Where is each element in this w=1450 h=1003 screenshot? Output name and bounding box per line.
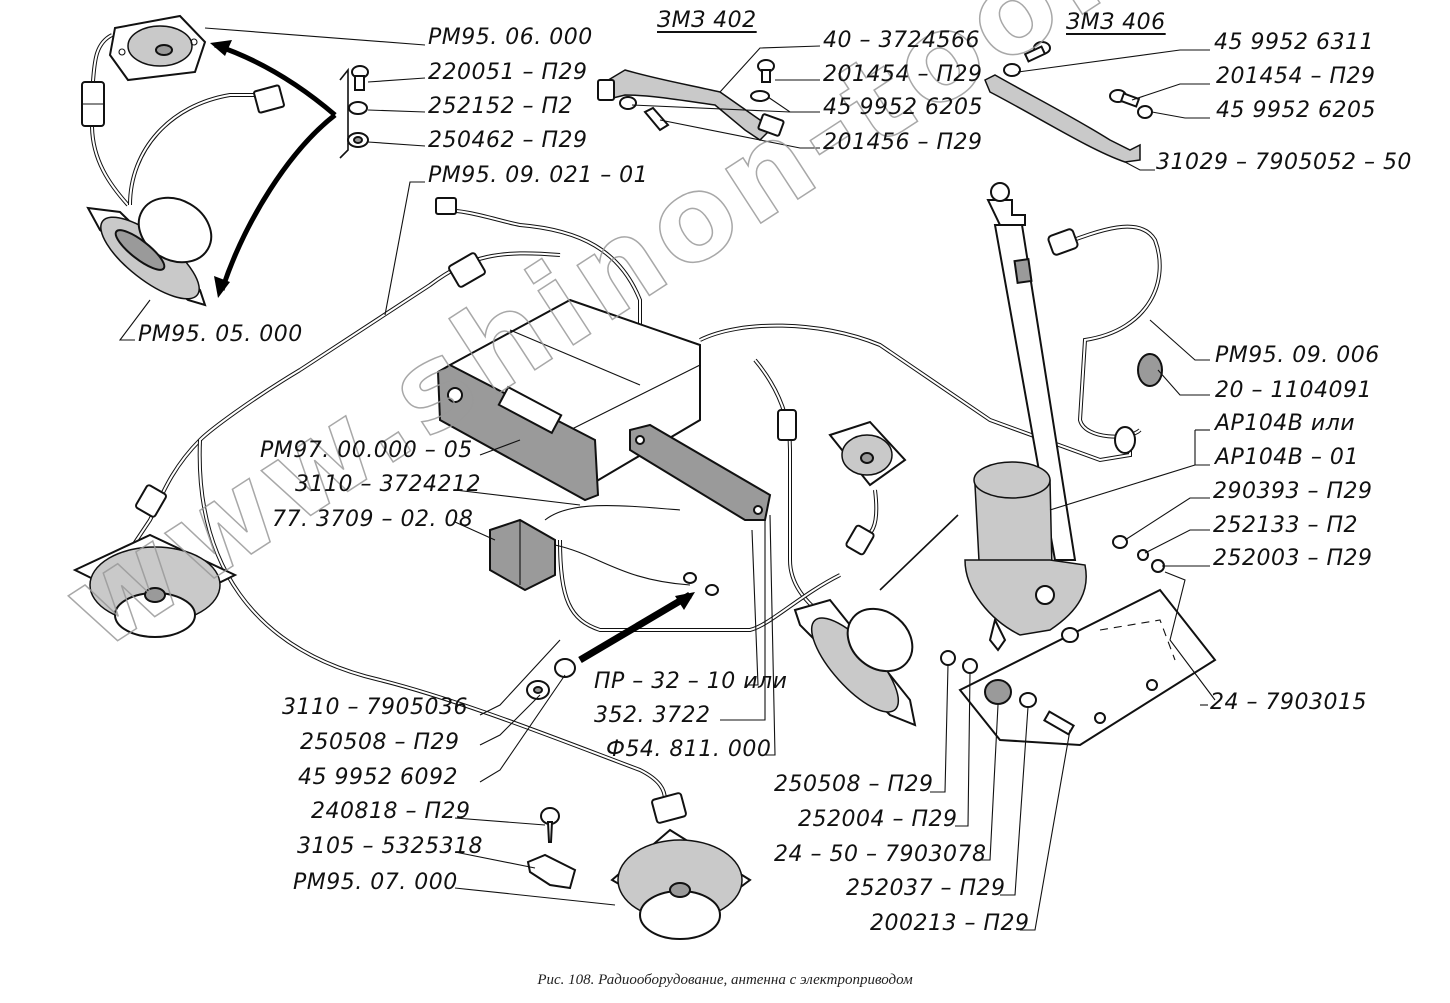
- label-harness-rm95-09-021: РМ95. 09. 021 – 01: [428, 163, 649, 188]
- label-fuse-block-352: 352. 3722: [594, 703, 711, 728]
- label-washer-252133: 252133 – П2: [1213, 513, 1359, 538]
- label-front-speaker-oval: РМ95. 05. 000: [138, 322, 303, 347]
- label-nut-250508-left: 250508 – П29: [300, 730, 460, 755]
- label-bolt-200213: 200213 – П29: [870, 911, 1030, 936]
- front-door-speaker-oval: [86, 196, 213, 307]
- label-harness-3110-3724212: 3110 – 3724212: [295, 472, 481, 497]
- nut-washer-pair: [526, 658, 576, 700]
- speaker-mount-arrows: [210, 40, 349, 298]
- label-washer-252037: 252037 – П29: [846, 876, 1006, 901]
- header-zmz-406: ЗМЗ 406: [1066, 10, 1166, 35]
- label-grommet-20-1104091: 20 – 1104091: [1215, 378, 1372, 403]
- label-washer-252004: 252004 – П29: [798, 807, 958, 832]
- label-bolt-290393: 290393 – П29: [1213, 479, 1373, 504]
- rod-segment: [879, 514, 959, 591]
- front-door-speaker-small: [108, 14, 207, 82]
- relay: [489, 505, 719, 596]
- label-washer-252003: 252003 – П29: [1213, 546, 1373, 571]
- label-bracket-24-7903015: 24 – 7903015: [1210, 690, 1367, 715]
- label-fuse-block-pr32: ПР – 32 – 10 или: [594, 669, 788, 694]
- label-clip-3105-5325318: 3105 – 5325318: [297, 834, 483, 859]
- antenna-mast: [986, 182, 1077, 561]
- label-bushing-24-50-7903078: 24 – 50 – 7903078: [774, 842, 987, 867]
- rear-speaker: [610, 828, 752, 940]
- label-bolt-201454-406: 201454 – П29: [1216, 64, 1376, 89]
- label-radio-unit: РМ97. 00.000 – 05: [260, 438, 473, 463]
- leader-lines: [118, 27, 1216, 931]
- header-zmz-402: ЗМЗ 402: [657, 8, 757, 33]
- ground-strap-406: [984, 41, 1153, 163]
- figure-caption: Рис. 108. Радиооборудование, антенна с э…: [537, 972, 913, 988]
- main-harness-wiring: [128, 197, 1132, 824]
- label-ground-strap-406: 31029 – 7905052 – 50: [1156, 150, 1412, 175]
- antenna-motor: [964, 461, 1087, 652]
- rear-left-speaker: [72, 533, 238, 638]
- label-rear-speaker: РМ95. 07. 000: [293, 870, 458, 895]
- label-antenna-ar104v-01: АР104В – 01: [1215, 445, 1359, 470]
- fuse-block: [629, 423, 772, 521]
- label-relay-77-3709: 77. 3709 – 02. 08: [272, 507, 474, 532]
- label-screw-240818: 240818 – П29: [311, 799, 471, 824]
- label-nut-250462: 250462 – П29: [428, 128, 588, 153]
- label-screw-220051: 220051 – П29: [428, 60, 588, 85]
- front-speaker-wiring: [81, 33, 285, 207]
- label-washer-4599526311: 45 9952 6311: [1214, 30, 1374, 55]
- label-nut-250508-right: 250508 – П29: [774, 772, 934, 797]
- label-bolt-201456: 201456 – П29: [823, 130, 983, 155]
- antenna-cable-path: [1047, 224, 1163, 454]
- label-ground-strap-402: 40 – 3724566: [823, 28, 980, 53]
- label-fuse-block-f54: Ф54. 811. 000: [606, 737, 772, 762]
- motor-fasteners: [940, 535, 1165, 736]
- screw-and-clip: [526, 807, 577, 890]
- label-washer-4599526092: 45 9952 6092: [298, 765, 458, 790]
- label-bracket-3110-7905036: 3110 – 7905036: [282, 695, 468, 720]
- screw-washer-nut-set: [347, 65, 369, 148]
- ground-arrow: [578, 591, 695, 664]
- right-door-speaker-small: [828, 420, 907, 556]
- label-washer-4599526205-402: 45 9952 6205: [823, 95, 983, 120]
- right-door-speaker-oval: [793, 598, 917, 727]
- label-washer-252152: 252152 – П2: [428, 94, 574, 119]
- label-antenna-cable: РМ95. 09. 006: [1215, 343, 1380, 368]
- label-antenna-ar104v: АР104В или: [1215, 411, 1356, 436]
- label-washer-4599526205-406: 45 9952 6205: [1216, 98, 1376, 123]
- label-bolt-201454-402: 201454 – П29: [823, 62, 983, 87]
- label-front-speaker-mount: РМ95. 06. 000: [428, 25, 593, 50]
